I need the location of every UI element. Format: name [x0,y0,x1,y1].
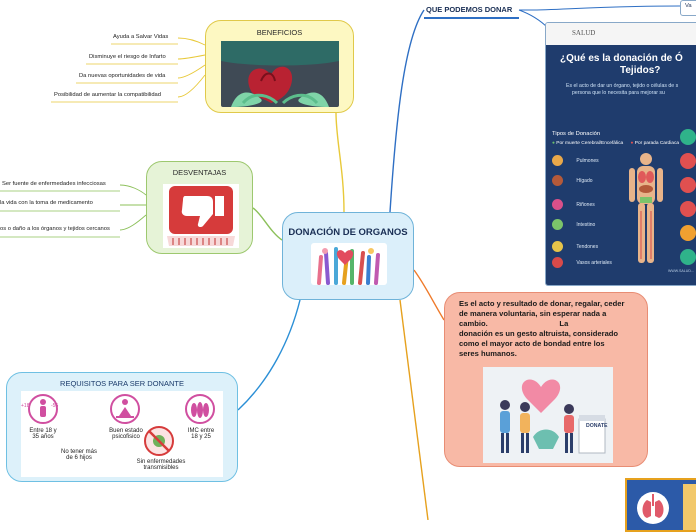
lungs-icon-large [637,484,696,530]
desventajas-topic[interactable]: DESVENTAJAS [146,161,253,254]
desventajas-title: DESVENTAJAS [172,168,227,177]
lungs-icon [552,155,563,166]
organ-row-rinones: Riñones [552,199,595,210]
hands-donation-icon [311,243,387,285]
kidneys-icon [552,199,563,210]
definicion-line-3: cambio. La [459,319,569,328]
side-badge-text: Va [685,3,692,9]
infographic-types-title: Tipos de Donación [552,131,601,137]
central-topic[interactable]: DONACIÓN DE ORGANOS [282,212,414,300]
infographic-desc-line-2: persona que lo necesita para mejorar su [572,90,665,96]
organ-rinones: Riñones [576,201,595,208]
infographic-title: ¿Qué es la donación de Ó Tejidos? [560,53,683,77]
beneficio-item-2[interactable]: Disminuye el riesgo de Infarto [89,54,166,60]
connector-que-podemos-donar [389,9,425,213]
meditation-icon [110,394,140,424]
que-podemos-donar-underline [424,17,519,19]
donate-box-heart-icon [483,367,613,463]
body-mass-icon [185,394,215,424]
infographic-footer: WWW.SALUD... [668,269,694,273]
requisito-psicofisico: Buen estado psicofisico [109,428,143,440]
connector-benef-4 [177,74,206,98]
requisitos-panel: +18 -55 Entre 18 y 35 años Buen estado p… [21,391,223,477]
donation-infographic[interactable]: SALUD ¿Qué es la donación de Ó Tejidos? … [545,22,696,286]
age-range-icon [28,394,58,424]
connector-definicion [413,269,445,321]
organ-row-vasos: Vasos arteriales [552,257,612,268]
legend-cardiaca: Por parada Cardiaca [634,141,680,146]
infographic-brand: SALUD [572,29,596,37]
tendons-icon [552,241,563,252]
no-virus-icon [144,426,174,456]
infographic-side-icons [680,129,696,265]
legend-dot-green-icon: ● [552,141,555,146]
lungs-image[interactable] [625,478,696,532]
liver-icon [552,175,563,186]
age-badge-left: +18 [21,403,30,409]
requisitos-topic[interactable]: REQUISITOS PARA SER DONANTE +18 -55 Entr… [6,372,238,482]
infographic-title-line-1: ¿Qué es la donación de Ó [560,53,683,64]
connector-desventajas [252,207,283,241]
beneficios-topic[interactable]: BENEFICIOS [205,20,354,113]
definicion-line-6: seres humanos. [459,349,517,358]
requisito-enfermedades: Sin enfermedades transmisibles [136,459,186,471]
organ-vasos: Vasos arteriales [576,259,612,266]
infographic-title-line-2: Tejidos? [620,65,661,76]
vessels-icon [552,257,563,268]
que-podemos-donar-title: QUE PODEMOS DONAR [426,5,513,14]
connector-desv-3 [119,214,147,231]
human-body-icon [629,153,663,263]
definicion-text: Es el acto y resultado de donar, regalar… [459,299,644,359]
beneficio-item-3[interactable]: Da nuevas oportunidades de vida [79,73,166,79]
organ-row-tendones: Tendones [552,241,598,252]
beneficio-item-1[interactable]: Ayuda a Salvar Vidas [113,34,169,40]
mindmap-connectors [0,5,681,520]
intestine-icon [552,219,563,230]
organ-pulmones: Pulmones [576,157,599,164]
infographic-legend: ● Por muerte Cerebral/Encefálica ● Por p… [552,141,679,146]
organ-higado: Hígado [576,177,593,184]
requisito-hijos: No tener más de 6 hijos [60,449,97,461]
hands-holding-heart-icon [221,41,339,107]
connector-bottom [399,299,429,520]
organ-row-intestino: Intestino [552,219,595,230]
requisito-edad: Entre 18 y 35 años [29,428,57,440]
organ-row-pulmones: Pulmones [552,155,599,166]
definicion-line-4: donación es un gesto altruista, consider… [459,329,619,338]
requisitos-title: REQUISITOS PARA SER DONANTE [60,379,184,388]
definicion-line-1: Es el acto y resultado de donar, regalar… [459,299,625,308]
que-podemos-donar-topic[interactable]: QUE PODEMOS DONAR [424,2,519,19]
connector-topright [519,5,681,11]
side-badge[interactable]: Va [680,0,696,16]
desventaja-item-2[interactable]: la vida con la toma de medicamento [0,200,93,206]
infographic-desc-line-1: Es el acto de dar un órgano, tejido o cé… [566,83,679,89]
infographic-description: Es el acto de dar un órgano, tejido o cé… [566,83,678,97]
connector-infographic [518,9,549,29]
legend-dot-red-icon: ● [630,141,634,146]
connector-benef-3 [177,64,206,79]
desventaja-item-1[interactable]: Ser fuente de enfermedades infecciosas [2,181,106,187]
central-title: DONACIÓN DE ORGANOS [288,227,408,238]
organ-intestino: Intestino [576,221,596,228]
connector-beneficios [335,112,345,213]
connector-requisitos [237,299,301,411]
definicion-line-5: como el mayor acto de bondad entre los [459,339,605,348]
thumbs-down-icon [163,184,239,248]
legend-cerebral: Por muerte Cerebral/Encefálica [556,141,624,146]
desventaja-item-3[interactable]: os o daño a los órganos y tejidos cercan… [0,226,110,232]
organ-row-higado: Hígado [552,175,593,186]
donate-label: DONATE [586,423,608,429]
infographic-band [546,45,696,285]
beneficios-title: BENEFICIOS [256,28,303,37]
requisito-imc: IMC entre 18 y 25 [187,428,215,440]
age-badge-right: -55 [51,403,59,409]
connector-benef-2 [177,54,206,60]
beneficio-item-4[interactable]: Posibilidad de aumentar la compatibilida… [54,92,161,98]
connector-benef-1 [177,37,206,46]
definicion-topic[interactable]: Es el acto y resultado de donar, regalar… [444,292,648,467]
definicion-line-2: de manera voluntaria, sin esperar nada a [459,309,607,318]
organ-tendones: Tendones [576,243,599,250]
infographic-header [546,23,696,45]
connector-desv-1 [119,184,147,196]
